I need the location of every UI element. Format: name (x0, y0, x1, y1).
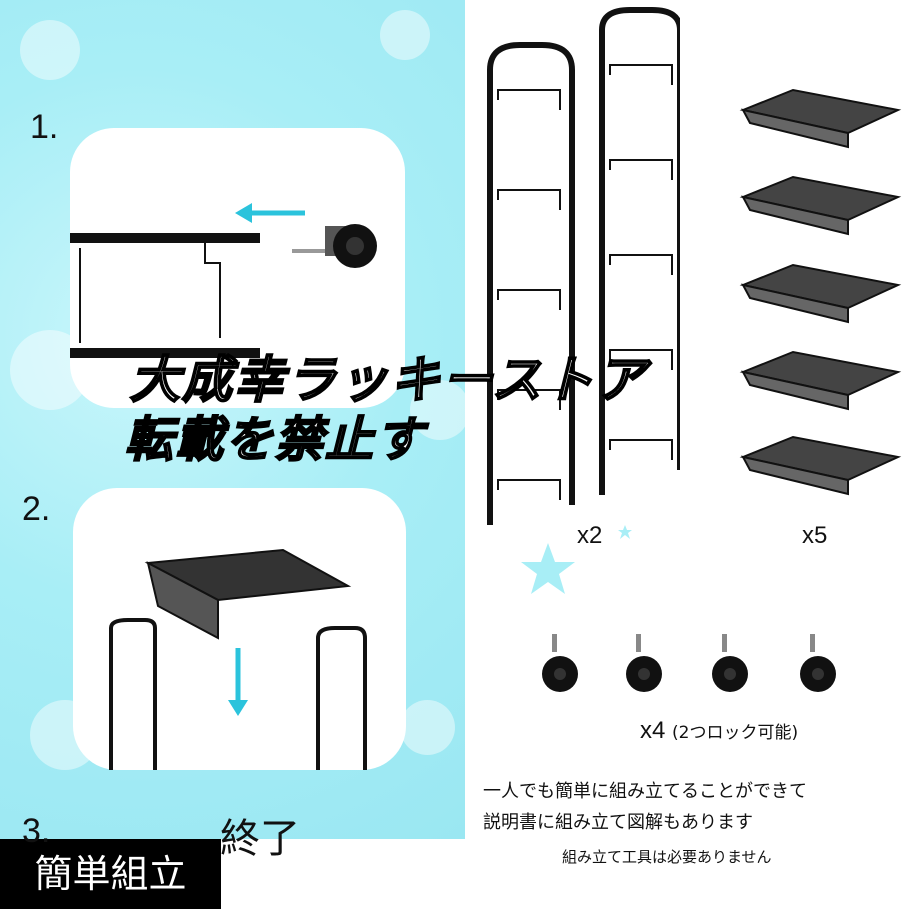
arrow-down-icon (228, 648, 248, 716)
mesh-trays-illustration (739, 88, 902, 496)
casters-qty: x4 (640, 717, 666, 744)
step-number-1: 1. (30, 108, 59, 146)
watermark-line-1: 大成幸ラッキーストア (129, 350, 648, 410)
step3-finish-text: 終了 (220, 816, 300, 862)
star-icon (521, 543, 575, 594)
watermark-line-2: 転載を禁止す (124, 411, 426, 469)
step1-panel (70, 128, 405, 408)
side-frames-illustration (487, 7, 680, 525)
step-number-2: 2. (22, 490, 51, 528)
casters-lock-note: (2つロック可能) (672, 723, 799, 743)
small-star-icon (618, 525, 632, 539)
note-line-3: 組み立て工具は必要ありません (562, 848, 772, 866)
qty-trays: x5 (802, 522, 828, 549)
qty-frames: x2 (577, 522, 603, 549)
qty-casters: x4 (2つロック可能) (640, 717, 798, 745)
note-line-2: 説明書に組み立て図解もあります (483, 812, 753, 833)
step-number-3: 3. (22, 812, 51, 850)
arrow-left-icon (235, 203, 305, 223)
casters-illustration (542, 634, 836, 692)
title-badge: 簡単組立 (0, 839, 221, 909)
caster-insert-illustration (70, 224, 377, 358)
note-line-1: 一人でも簡単に組み立てることができて (483, 781, 807, 802)
tray-placement-illustration (109, 548, 367, 770)
step2-panel (73, 488, 406, 770)
